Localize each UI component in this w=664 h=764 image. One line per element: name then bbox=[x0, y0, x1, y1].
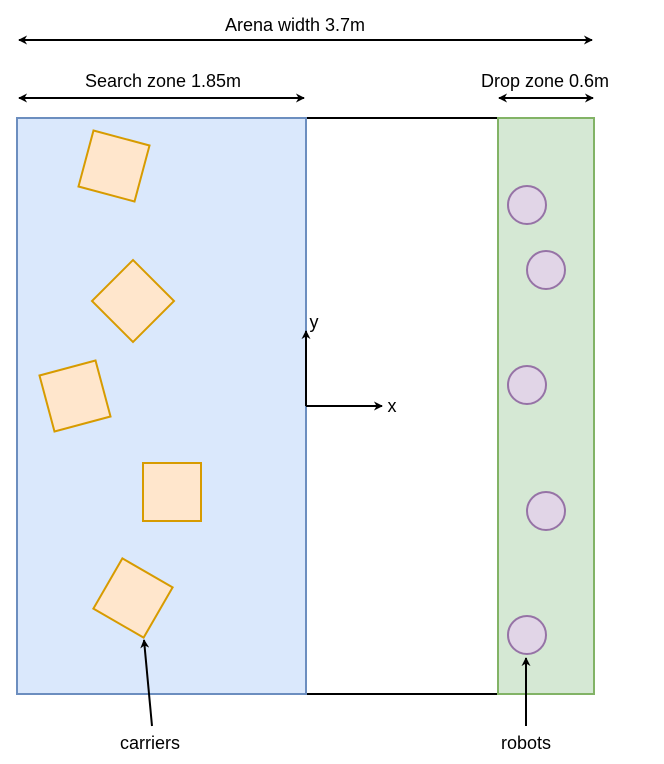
drop-zone-label: Drop zone 0.6m bbox=[481, 71, 609, 91]
robots-group bbox=[507, 185, 566, 655]
search-zone-label: Search zone 1.85m bbox=[85, 71, 241, 91]
robots-label: robots bbox=[501, 733, 551, 753]
carrier bbox=[92, 557, 174, 639]
robot bbox=[526, 491, 566, 531]
carriers-group bbox=[38, 129, 202, 639]
robot bbox=[507, 615, 547, 655]
robot bbox=[526, 250, 566, 290]
robot bbox=[507, 185, 547, 225]
y-axis-label: y bbox=[310, 312, 319, 332]
carriers-label: carriers bbox=[120, 733, 180, 753]
carrier bbox=[142, 462, 202, 522]
x-axis-label: x bbox=[388, 396, 397, 416]
arena-width-label: Arena width 3.7m bbox=[225, 15, 365, 35]
carriers-pointer-arrow bbox=[140, 639, 153, 727]
carrier bbox=[77, 129, 151, 203]
robot bbox=[507, 365, 547, 405]
carrier bbox=[38, 359, 112, 433]
carrier bbox=[90, 258, 176, 344]
